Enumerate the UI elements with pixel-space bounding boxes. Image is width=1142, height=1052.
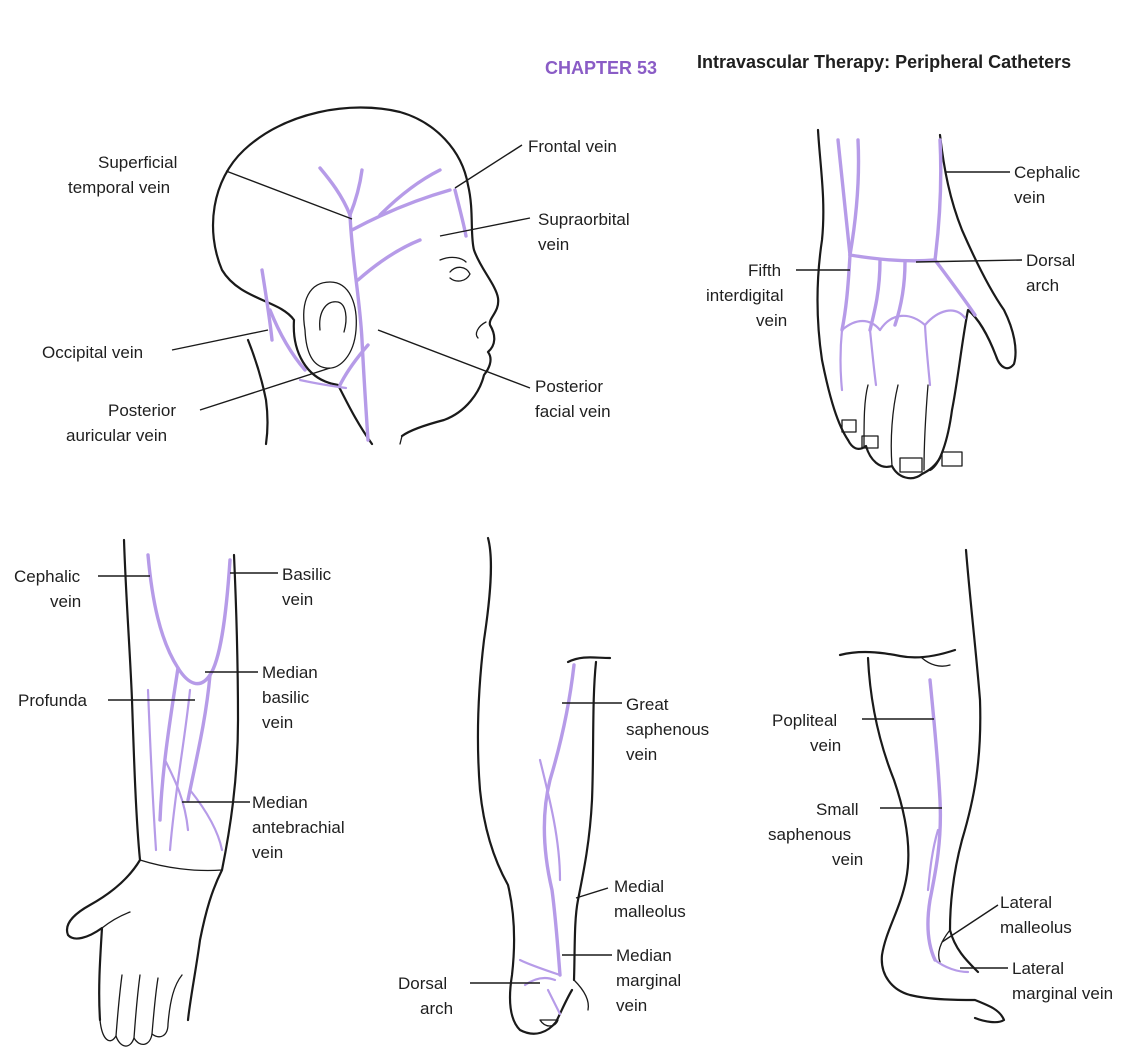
label-basilic-vein-l2: vein — [282, 590, 313, 609]
label-hand-cephalic-vein-l2: vein — [1014, 188, 1045, 207]
label-great-saphenous-vein-l3: vein — [626, 745, 657, 764]
label-forearm-cephalic-vein-l2: vein — [50, 592, 81, 611]
hand-labels: Cephalic vein Dorsal arch Fifth interdig… — [706, 163, 1081, 330]
label-posterior-auricular-vein-l1: Posterior — [108, 401, 176, 420]
label-median-antebrachial-vein-l2: antebrachial — [252, 818, 345, 837]
label-median-basilic-vein-l3: vein — [262, 713, 293, 732]
label-lateral-malleolus-l1: Lateral — [1000, 893, 1052, 912]
posterior-leg-figure — [840, 550, 1008, 1022]
label-fifth-interdigital-vein-l3: vein — [756, 311, 787, 330]
label-superficial-temporal-vein-l1: Superficial — [98, 153, 177, 172]
label-frontal-vein: Frontal vein — [528, 137, 617, 156]
label-median-marginal-vein-l2: marginal — [616, 971, 681, 990]
hand-figure — [796, 130, 1022, 478]
label-small-saphenous-vein-l2: saphenous — [768, 825, 851, 844]
head-figure — [172, 108, 530, 444]
label-fifth-interdigital-vein-l1: Fifth — [748, 261, 781, 280]
label-lateral-malleolus-l2: malleolus — [1000, 918, 1072, 937]
label-dorsal-arch-l1: Dorsal — [1026, 251, 1075, 270]
posterior-leg-labels: Popliteal vein Small saphenous vein Late… — [768, 711, 1113, 1003]
label-median-antebrachial-vein-l1: Median — [252, 793, 308, 812]
label-median-antebrachial-vein-l3: vein — [252, 843, 283, 862]
medial-leg-figure — [470, 538, 622, 1034]
label-supraorbital-vein-l1: Supraorbital — [538, 210, 630, 229]
label-dorsal-arch-l2: arch — [1026, 276, 1059, 295]
head-labels: Superficial temporal vein Frontal vein S… — [42, 137, 630, 445]
label-fifth-interdigital-vein-l2: interdigital — [706, 286, 784, 305]
label-medial-malleolus-l2: malleolus — [614, 902, 686, 921]
label-great-saphenous-vein-l1: Great — [626, 695, 669, 714]
medial-leg-labels: Great saphenous vein Medial malleolus Me… — [398, 695, 709, 1018]
label-supraorbital-vein-l2: vein — [538, 235, 569, 254]
label-small-saphenous-vein-l3: vein — [832, 850, 863, 869]
label-leg-dorsal-arch-l2: arch — [420, 999, 453, 1018]
label-popliteal-vein-l1: Popliteal — [772, 711, 837, 730]
label-basilic-vein-l1: Basilic — [282, 565, 332, 584]
chapter-title: Intravascular Therapy: Peripheral Cathet… — [697, 52, 1071, 72]
label-great-saphenous-vein-l2: saphenous — [626, 720, 709, 739]
label-median-basilic-vein-l2: basilic — [262, 688, 310, 707]
label-median-basilic-vein-l1: Median — [262, 663, 318, 682]
label-posterior-auricular-vein-l2: auricular vein — [66, 426, 167, 445]
label-posterior-facial-vein-l2: facial vein — [535, 402, 611, 421]
chapter-number: CHAPTER 53 — [545, 58, 657, 78]
label-popliteal-vein-l2: vein — [810, 736, 841, 755]
label-hand-cephalic-vein-l1: Cephalic — [1014, 163, 1081, 182]
label-superficial-temporal-vein-l2: temporal vein — [68, 178, 170, 197]
label-lateral-marginal-vein-l2: marginal vein — [1012, 984, 1113, 1003]
label-profunda: Profunda — [18, 691, 88, 710]
label-lateral-marginal-vein-l1: Lateral — [1012, 959, 1064, 978]
label-median-marginal-vein-l1: Median — [616, 946, 672, 965]
forearm-labels: Cephalic vein Basilic vein Profunda Medi… — [14, 565, 345, 862]
label-posterior-facial-vein-l1: Posterior — [535, 377, 603, 396]
label-forearm-cephalic-vein-l1: Cephalic — [14, 567, 81, 586]
forearm-figure — [67, 540, 278, 1046]
label-medial-malleolus-l1: Medial — [614, 877, 664, 896]
label-median-marginal-vein-l3: vein — [616, 996, 647, 1015]
label-occipital-vein: Occipital vein — [42, 343, 143, 362]
label-small-saphenous-vein-l1: Small — [816, 800, 859, 819]
label-leg-dorsal-arch-l1: Dorsal — [398, 974, 447, 993]
page-header: CHAPTER 53 Intravascular Therapy: Periph… — [545, 52, 1071, 78]
